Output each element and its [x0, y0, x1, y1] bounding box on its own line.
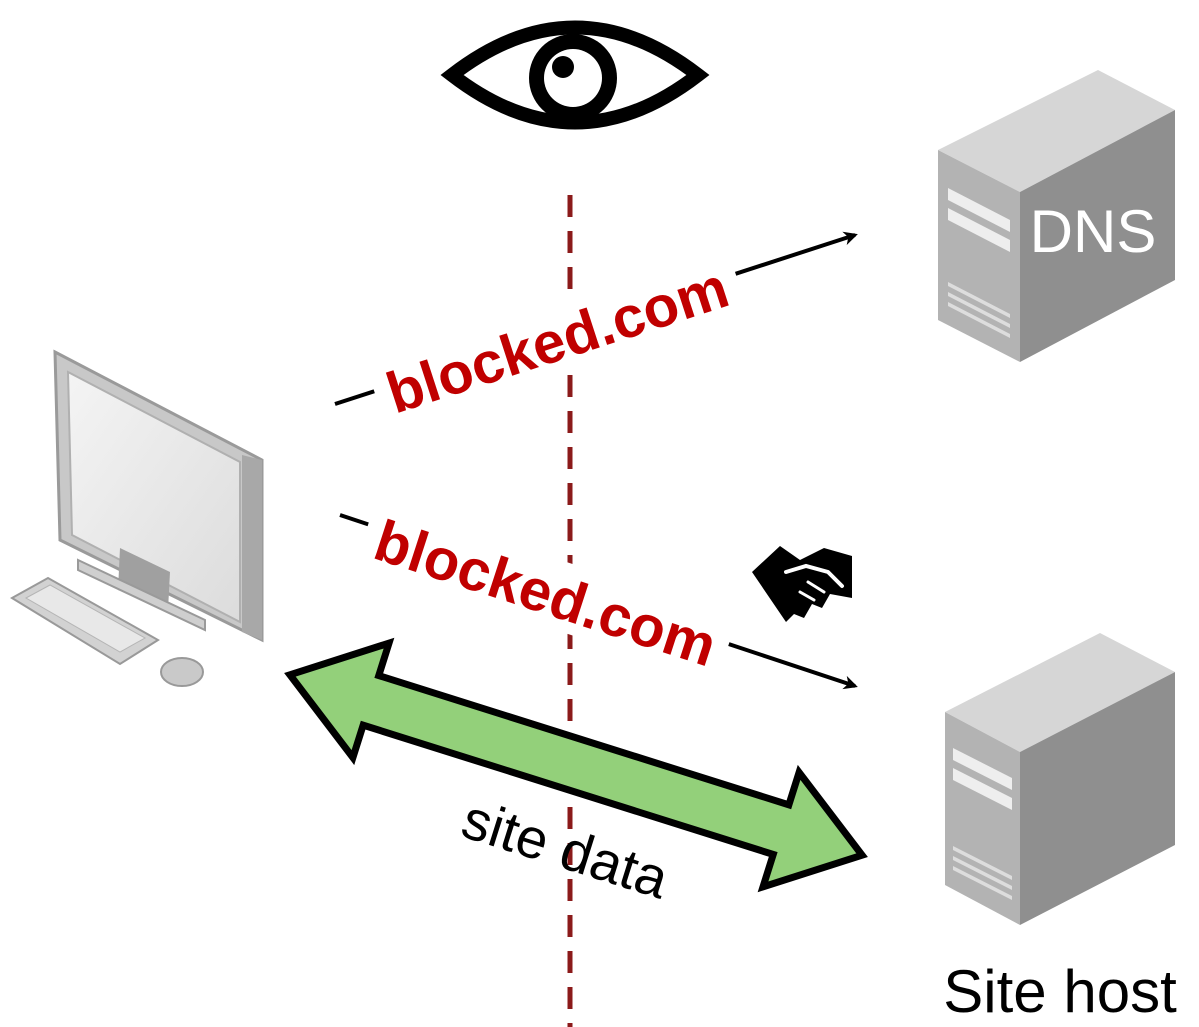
dns-query-label: blocked.com — [379, 255, 736, 426]
dns-server-icon — [938, 70, 1175, 362]
site-host-label: Site host — [943, 958, 1177, 1025]
handshake-icon — [752, 546, 852, 622]
desktop-computer-icon — [10, 349, 264, 687]
tls-hello-label-box: blocked.com — [355, 500, 738, 683]
dns-query-label-box: blocked.com — [365, 247, 748, 430]
eye-icon — [440, 20, 710, 130]
site-data-bidirectional-arrow — [284, 637, 868, 893]
dns-label: DNS — [1030, 198, 1157, 265]
site-host-server-icon — [945, 633, 1175, 925]
tls-hello-label: blocked.com — [367, 508, 724, 679]
